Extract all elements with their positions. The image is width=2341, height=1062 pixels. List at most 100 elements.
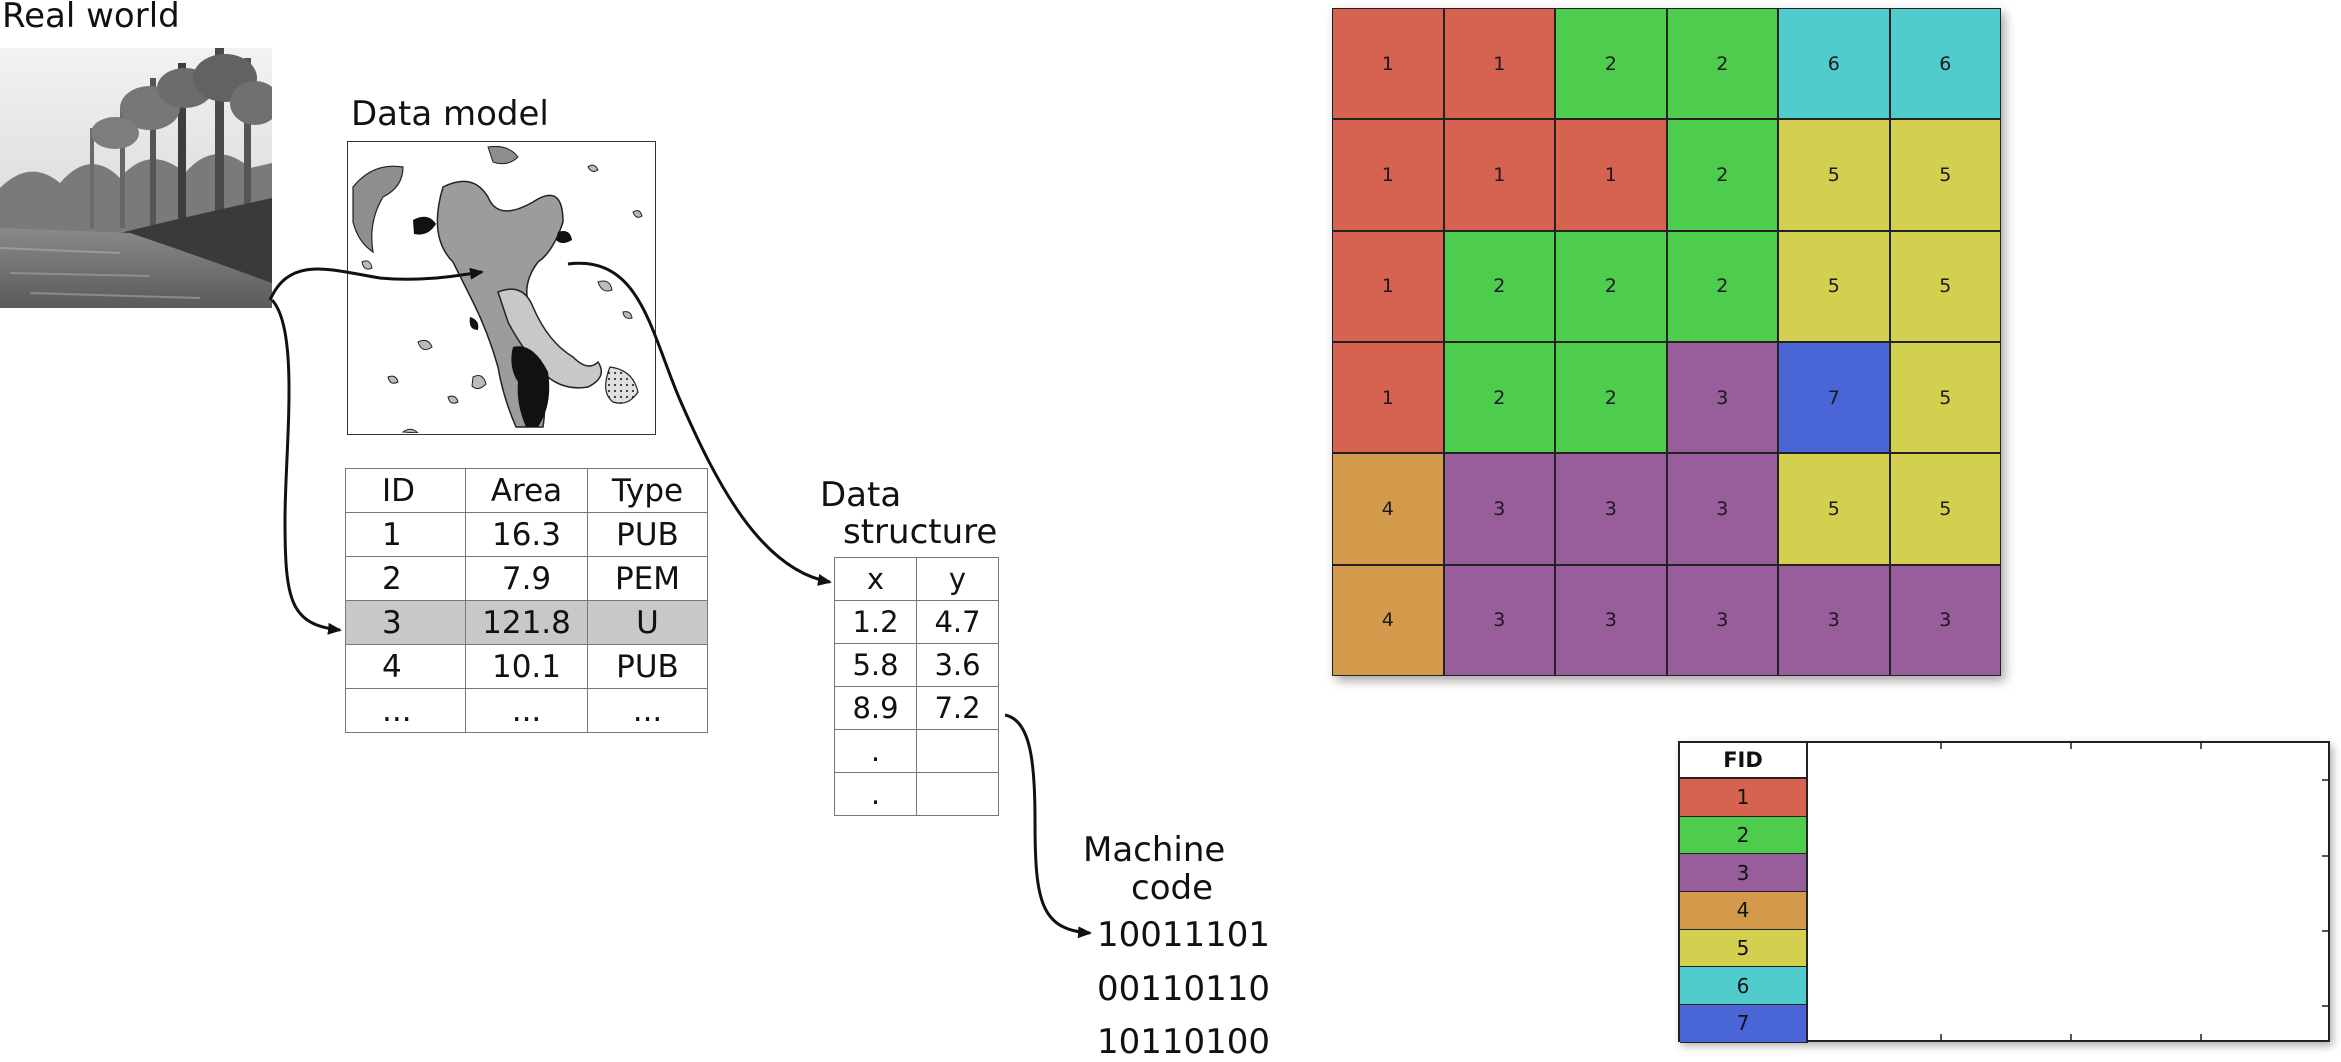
cell-y: 4.7	[916, 600, 999, 644]
tick-mark	[2322, 930, 2328, 932]
cell-id: 1	[345, 512, 466, 557]
fid-row: 1	[1680, 779, 1808, 817]
raster-cell: 1	[1332, 342, 1444, 454]
machine-code-label-line1: Machine	[1083, 830, 1226, 870]
raster-cell: 5	[1778, 230, 1890, 342]
raster-cell: 3	[1666, 342, 1778, 454]
raster-cell: 6	[1778, 8, 1890, 120]
raster-cell: 3	[1555, 564, 1667, 676]
header-y: y	[916, 557, 999, 601]
tick-mark	[2200, 743, 2202, 749]
tick-mark	[2070, 1034, 2072, 1040]
header-type: Type	[587, 468, 708, 513]
raster-cell: 2	[1443, 342, 1555, 454]
raster-cell: 4	[1332, 564, 1444, 676]
cell-area: ...	[465, 688, 588, 733]
arrow-structure-to-machine-code	[1004, 713, 1092, 939]
cell-area: 10.1	[465, 644, 588, 689]
cell-type: U	[587, 600, 708, 645]
raster-cell: 1	[1443, 119, 1555, 231]
table-row: ... ... ...	[345, 688, 708, 733]
cell-y	[916, 729, 999, 773]
data-model-label: Data model	[351, 94, 549, 134]
raster-cell: 3	[1666, 564, 1778, 676]
raster-cell: 3	[1443, 453, 1555, 565]
cell-id: ...	[345, 688, 466, 733]
raster-cell: 2	[1443, 230, 1555, 342]
cell-type: PUB	[587, 512, 708, 557]
fid-row: 6	[1680, 967, 1808, 1006]
raster-cell: 3	[1443, 564, 1555, 676]
raster-cell: 2	[1555, 230, 1667, 342]
machine-code-line: 00110110	[1097, 969, 1271, 1009]
raster-cell: 3	[1889, 564, 2001, 676]
raster-cell: 2	[1666, 8, 1778, 120]
cell-id: 3	[345, 600, 466, 645]
raster-cell: 5	[1889, 119, 2001, 231]
cell-area: 121.8	[465, 600, 588, 645]
header-id: ID	[345, 468, 466, 513]
cell-x: 5.8	[834, 643, 917, 687]
table-row: .	[834, 729, 999, 773]
cell-x: .	[834, 772, 917, 816]
machine-code-line: 10110100	[1097, 1022, 1271, 1062]
raster-cell: 6	[1889, 8, 2001, 120]
xy-table: x y 1.2 4.7 5.8 3.6 8.9 7.2 . .	[834, 557, 999, 816]
table-row: 1 16.3 PUB	[345, 512, 708, 557]
data-structure-label-line1: Data	[820, 475, 902, 515]
table-row: .	[834, 772, 999, 816]
attribute-table: ID Area Type 1 16.3 PUB 2 7.9 PEM 3 121.…	[345, 468, 708, 733]
raster-cell: 2	[1555, 342, 1667, 454]
raster-cell: 5	[1889, 342, 2001, 454]
tick-mark	[2322, 779, 2328, 781]
arrow-photo-to-model	[268, 267, 484, 301]
cell-y	[916, 772, 999, 816]
table-row: 5.8 3.6	[834, 643, 999, 687]
raster-cell: 5	[1889, 230, 2001, 342]
raster-cell: 3	[1778, 564, 1890, 676]
raster-cell: 1	[1332, 119, 1444, 231]
table-row: 8.9 7.2	[834, 686, 999, 730]
raster-cell: 5	[1889, 453, 2001, 565]
machine-code-line: 10011101	[1097, 915, 1271, 955]
raster-cell: 1	[1332, 230, 1444, 342]
cell-y: 7.2	[916, 686, 999, 730]
fid-row: 3	[1680, 854, 1808, 893]
raster-cell: 1	[1332, 8, 1444, 120]
arrow-photo-to-table	[270, 298, 342, 635]
cell-x: .	[834, 729, 917, 773]
raster-cell: 3	[1666, 453, 1778, 565]
cell-type: ...	[587, 688, 708, 733]
real-world-label: Real world	[2, 0, 180, 36]
fid-row: 2	[1680, 816, 1808, 855]
cell-y: 3.6	[916, 643, 999, 687]
raster-cell: 4	[1332, 453, 1444, 565]
raster-cell: 1	[1555, 119, 1667, 231]
tick-mark	[2200, 1034, 2202, 1040]
raster-cell: 3	[1555, 453, 1667, 565]
tick-mark	[1940, 1034, 1942, 1040]
cell-type: PUB	[587, 644, 708, 689]
raster-cell: 2	[1666, 230, 1778, 342]
fid-row: 7	[1680, 1005, 1808, 1043]
real-world-photo	[0, 48, 272, 308]
arrow-model-to-structure	[567, 261, 832, 586]
fid-row: 4	[1680, 892, 1808, 930]
raster-cell: 2	[1555, 8, 1667, 120]
tick-mark	[2322, 1005, 2328, 1007]
cell-x: 8.9	[834, 686, 917, 730]
cell-area: 7.9	[465, 556, 588, 601]
xy-table-header: x y	[834, 557, 999, 601]
table-row-highlighted: 3 121.8 U	[345, 600, 708, 645]
tick-mark	[2070, 743, 2072, 749]
machine-code-label-line2: code	[1131, 868, 1213, 908]
tick-mark	[2322, 855, 2328, 857]
header-x: x	[834, 557, 917, 601]
fid-header: FID	[1680, 743, 1808, 779]
tick-mark	[1940, 743, 1942, 749]
cell-type: PEM	[587, 556, 708, 601]
data-model-map	[347, 141, 656, 435]
raster-cell: 7	[1778, 342, 1890, 454]
